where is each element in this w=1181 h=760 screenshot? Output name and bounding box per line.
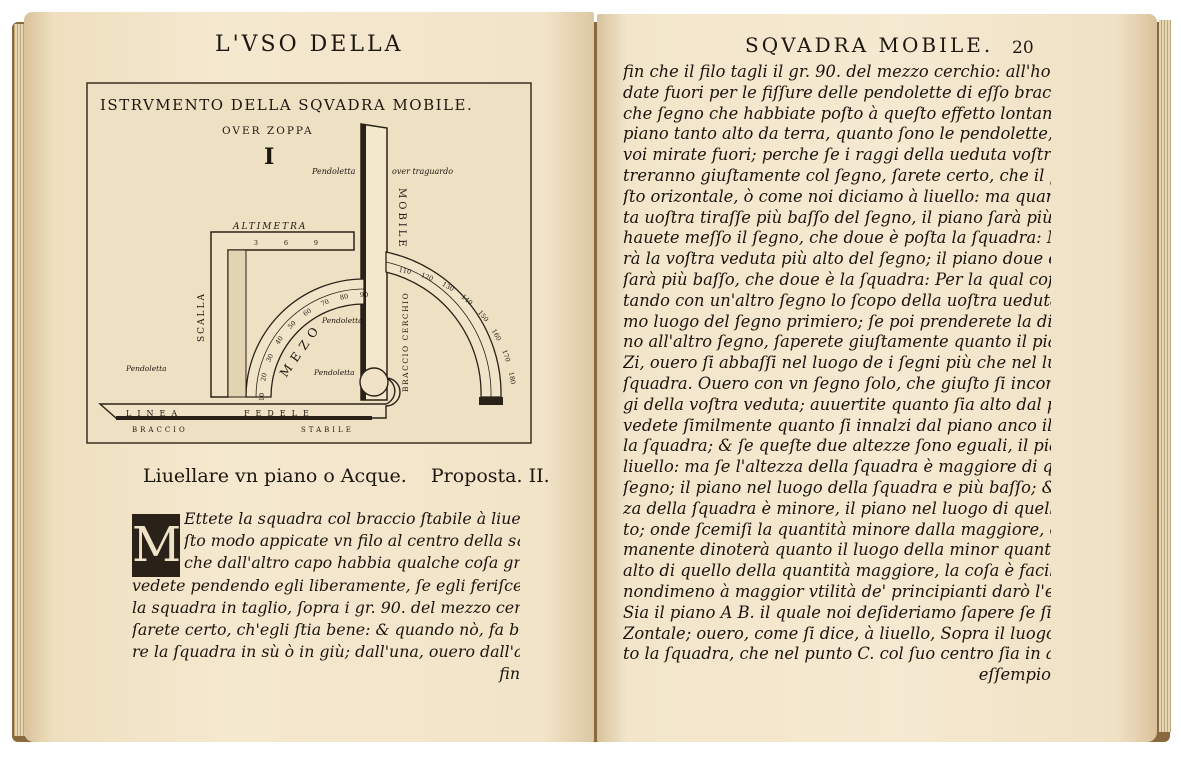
left-body-text: Ettete la squadra col braccio ſtabile à …: [132, 508, 520, 686]
right-body-text: fin che il filo tagli il gr. 90. del mez…: [623, 62, 1051, 686]
text-line: Sia il piano A B. il quale noi deſideria…: [623, 602, 1051, 622]
label-pendoletta-right: Pendoletta: [313, 368, 355, 377]
arc-foot: [479, 397, 503, 405]
scale-mark: 9: [314, 239, 318, 247]
arm-edge: [361, 124, 366, 400]
instrument-figure: ISTRVMENTO DELLA SQVADRA MOBILE. OVER ZO…: [86, 82, 532, 444]
label-pendoletta-mid: Pendoletta: [321, 316, 363, 325]
scale-mark: 180: [507, 371, 517, 385]
text-line: za della ſquadra è minore, il piano nel …: [623, 498, 1051, 518]
text-line: no all'altro ſegno, ſaperete giuſtamente…: [623, 332, 1051, 352]
proposition-number: Proposta. II.: [430, 465, 550, 487]
text-line: che ſegno che habbiate poſto à queſto ef…: [623, 103, 1051, 123]
label-pendoletta-left: Pendoletta: [125, 364, 167, 373]
text-line: Ettete la squadra col braccio ſtabile à …: [184, 509, 520, 528]
label-altimetra: ALTIMETRA: [232, 222, 307, 232]
label-stabile: STABILE: [301, 426, 354, 434]
figure-title: ISTRVMENTO DELLA SQVADRA MOBILE.: [100, 96, 473, 114]
text-line: Zontale; ouero, come ſi dice, à liuello,…: [623, 623, 1051, 643]
scale-mark: 60: [302, 307, 313, 318]
proposition-title: Liuellare vn piano o Acque.: [143, 465, 407, 487]
text-line: la ſquadra; & ſe queſte due altezze ſono…: [623, 436, 1051, 456]
text-line: to; onde ſcemiſi la quantità minore dall…: [623, 519, 1051, 539]
scalla-band: [227, 249, 247, 398]
mezzo-cerchio-left: [245, 278, 365, 398]
text-line: vedete ſimilmente quanto ſi innalzi dal …: [623, 415, 1051, 435]
figure-subtitle: OVER ZOPPA: [222, 125, 314, 137]
braccio-stabile: [98, 377, 401, 419]
text-line: treranno giuſtamente col ſegno, ſarete c…: [623, 165, 1051, 185]
text-line: vedete pendendo egli liberamente, ſe egl…: [132, 575, 520, 595]
text-line: hauete meſſo il ſegno, che doue è poſta …: [623, 228, 1051, 248]
text-line: nondimeno à maggior vtilità de' principi…: [623, 581, 1051, 601]
label-mobile: MOBILE: [396, 188, 407, 250]
scale-mark: 40: [274, 335, 285, 346]
right-running-head: SQVADRA MOBILE.: [745, 33, 994, 57]
text-line: ſarà più baſſo, che doue è la ſquadra: P…: [623, 269, 1051, 289]
scale-mark: 110: [398, 266, 412, 276]
arc-line-right: [385, 261, 492, 398]
catchword: fin: [499, 664, 520, 684]
text-line: liuello: ma ſe l'altezza della ſquadra è…: [623, 457, 1051, 477]
right-page: [597, 14, 1157, 742]
text-line: tando con un'altro ſegno lo ſcopo della …: [623, 290, 1051, 310]
label-linea: LINEA: [126, 409, 183, 418]
figure-number: I: [264, 144, 274, 170]
text-line: ſto orizontale, ò come noi diciamo à liu…: [623, 186, 1051, 206]
text-line: ſarete certo, ch'egli ſtia bene: & quand…: [132, 620, 520, 640]
text-line: ſto modo appicate vn filo al centro dell…: [184, 531, 520, 551]
scale-mark: 30: [264, 353, 275, 364]
text-line: ta uoſtra tiraſſe più baſſo del ſegno, i…: [623, 207, 1051, 227]
text-line: ſquadra. Ouero con vn ſegno ſolo, che gi…: [623, 373, 1051, 393]
text-line: gi della voſtra veduta; auuertite quanto…: [623, 394, 1051, 414]
figure-frame: [86, 82, 532, 444]
label-fedele: FEDELE: [244, 409, 315, 418]
text-line: date fuori per le fiſſure delle pendolet…: [623, 82, 1051, 102]
text-line: ſegno; il piano nel luogo della ſquadra …: [623, 477, 1051, 497]
page-edges-left: [14, 24, 26, 736]
label-pendoletta-top: Pendoletta: [311, 167, 356, 176]
catchword: eſſempio: [978, 665, 1051, 685]
text-line: che dall'altro capo habbia qualche coſa …: [184, 553, 520, 573]
text-line: piano tanto alto da terra, quanto ſono l…: [623, 124, 1051, 144]
label-traguardo: over traguardo: [392, 167, 453, 176]
page-number: 20: [1012, 38, 1034, 58]
label-scalla: SCALLA: [197, 292, 207, 342]
scale-mark: 170: [500, 349, 512, 363]
text-line: manente dinoterà quanto il luogo della m…: [623, 540, 1051, 560]
scale-mark: 10: [258, 393, 266, 401]
text-line: la squadra in taglio, ſopra i gr. 90. de…: [132, 597, 520, 617]
label-braccio: BRACCIO: [132, 426, 188, 434]
center-pivot: [359, 367, 389, 397]
drop-cap: M: [132, 514, 181, 577]
base-edge: [116, 416, 372, 420]
page-edges-right: [1159, 20, 1171, 732]
text-line: Zi, ouero ſi abbaſſi nel luogo de i ſegn…: [623, 353, 1051, 373]
scale-mark: 6: [284, 239, 288, 247]
scale-mark: 70: [320, 297, 331, 308]
scale-mark: 90: [360, 291, 368, 299]
scale-mark: 80: [339, 292, 349, 301]
text-line: re la ſquadra in sù ò in giù; dall'una, …: [132, 642, 520, 662]
scale-mark: 120: [420, 271, 434, 283]
text-line: alto di quello della quantità maggiore, …: [623, 561, 1051, 581]
proposition-heading: Liuellare vn piano o Acque. Proposta. II…: [143, 465, 568, 487]
text-line: rà la voſtra veduta più alto del ſegno; …: [623, 249, 1051, 269]
arc-line-left: [255, 288, 365, 398]
text-line: voi mirate fuori; perche ſe i raggi dell…: [623, 145, 1051, 165]
text-line: mo luogo del ſegno primiero; ſe poi pren…: [623, 311, 1051, 331]
text-line: fin che il filo tagli il gr. 90. del mez…: [623, 62, 1051, 81]
text-line: to la ſquadra, che nel punto C. col ſuo …: [623, 644, 1051, 664]
scale-mark: 50: [286, 319, 298, 331]
scale-mark: 3: [254, 239, 258, 247]
left-running-head: L'VSO DELLA: [215, 32, 404, 57]
label-braccio-cerchio: BRACCIO CERCHIO: [401, 292, 410, 392]
scale-mark: 20: [259, 372, 268, 382]
